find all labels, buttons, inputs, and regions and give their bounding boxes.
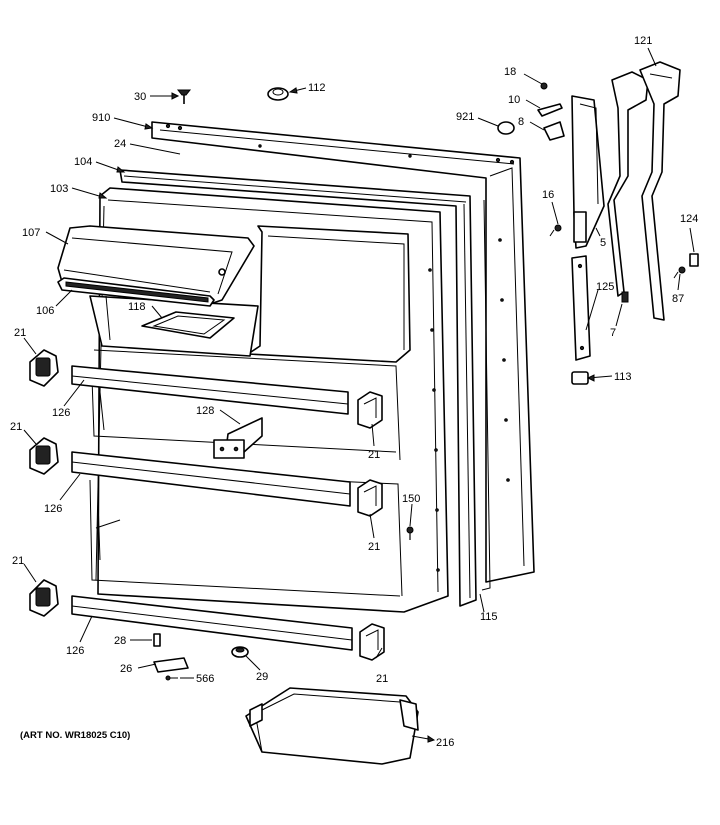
outer-door-panel [151,121,535,583]
label-126-a: 126 [52,407,70,419]
label-28: 28 [114,635,126,647]
label-8: 8 [518,116,524,128]
label-103: 103 [50,183,68,195]
label-121: 121 [634,35,652,47]
label-21-c: 21 [10,421,22,433]
middle-compartment [91,349,401,461]
leader-arrows [98,87,595,743]
handle-7 [621,291,629,303]
handle-cap-113 [571,371,589,385]
shelf-end-cap-right-1 [357,391,383,429]
label-126-b: 126 [44,503,62,515]
screw-16 [549,224,562,237]
art-number: (ART NO. WR18025 C10) [20,730,130,741]
label-21-e: 21 [12,555,24,567]
label-5: 5 [600,237,606,249]
label-125: 125 [596,281,614,293]
label-30: 30 [134,91,146,103]
label-128: 128 [196,405,214,417]
label-106: 106 [36,305,54,317]
plug-112 [267,87,289,101]
label-910: 910 [92,112,110,124]
hinge-bracket-5 [571,95,605,249]
stop-124 [689,253,699,267]
screw-30 [176,89,192,104]
dairy-door-frame [57,277,215,307]
plug-921 [497,121,515,135]
shelf-end-cap-right-2 [357,479,383,517]
leader-lines [23,47,695,741]
label-216: 216 [436,737,454,749]
hinge-cap-8 [543,121,565,141]
screw-150 [406,526,414,540]
door-shelf-lower [71,595,353,651]
label-126-c: 126 [66,645,84,657]
label-115: 115 [480,611,498,623]
screw-566 [165,675,178,681]
door-bin [245,687,419,765]
label-112: 112 [308,82,326,94]
label-150: 150 [402,493,420,505]
label-104: 104 [74,156,92,168]
shelf-support-clip [213,417,263,459]
label-24: 24 [114,138,126,150]
door-gasket [119,169,491,607]
label-10: 10 [508,94,520,106]
shelf-end-cap-right-3 [359,623,385,661]
callout-labels: 30 112 910 24 104 103 107 106 118 21 126… [10,35,698,749]
label-921: 921 [456,111,474,123]
shelf-end-cap-left-3 [29,579,59,617]
label-16: 16 [542,189,554,201]
door-shelf-upper [71,365,349,415]
hinge-pin-10 [537,103,563,117]
cap-29 [231,646,249,658]
handle-bar-125 [571,255,591,361]
label-21-d: 21 [368,541,380,553]
shelf-end-cap-left-1 [29,349,59,387]
screw-18 [540,82,548,90]
label-18: 18 [504,66,516,78]
bracket-28 [153,633,161,647]
shelf-end-cap-left-2 [29,437,59,475]
label-124: 124 [680,213,698,225]
label-21-b: 21 [368,449,380,461]
label-87: 87 [672,293,684,305]
label-107: 107 [22,227,40,239]
label-113: 113 [614,371,632,383]
label-21-a: 21 [14,327,26,339]
label-7: 7 [610,327,616,339]
label-29: 29 [256,671,268,683]
door-shelf-middle [71,451,351,507]
label-118: 118 [128,301,146,313]
label-566: 566 [196,673,214,685]
screw-87 [673,266,686,279]
label-21-f: 21 [376,673,388,685]
hinge-bracket-121 [607,61,681,321]
butter-dish [141,311,235,339]
label-26: 26 [120,663,132,675]
bracket-26 [153,657,189,673]
